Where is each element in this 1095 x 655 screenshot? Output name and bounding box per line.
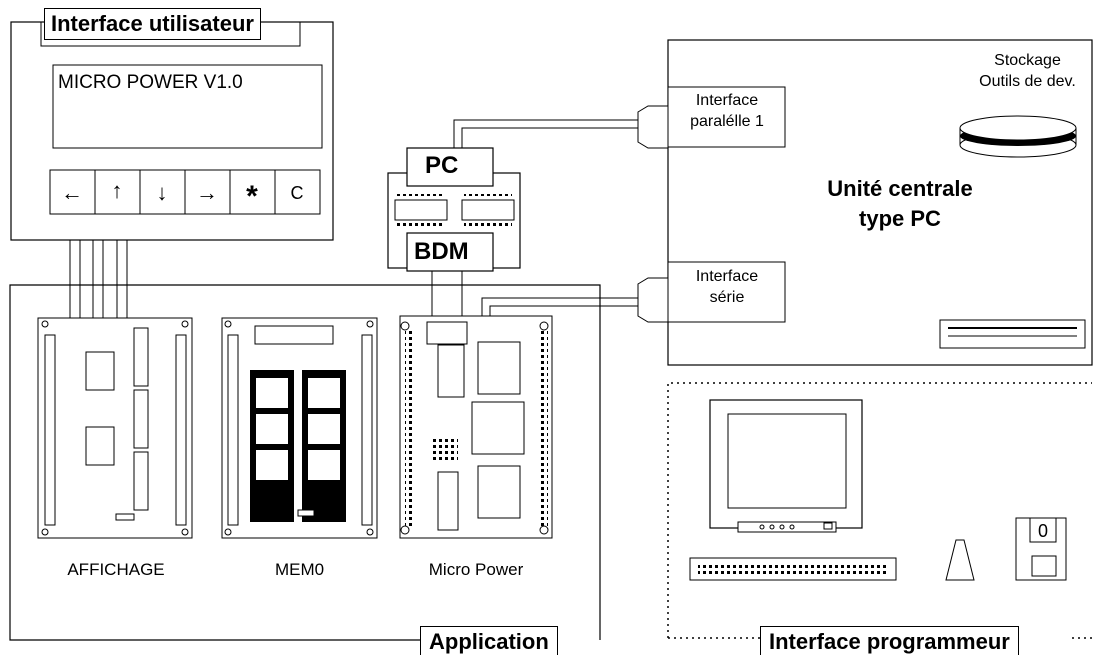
board-affichage [37,317,193,539]
serial-connector [637,277,669,323]
serial-interface-line1: Interface [695,268,759,285]
keyboard-icon [689,557,897,581]
floppy-disk-icon [1015,517,1067,581]
key-left-label: ← [61,180,83,205]
mouse-icon [945,539,975,581]
key-star-box[interactable] [229,169,276,215]
key-down-label: ↓ [157,180,168,205]
bdm-label: BDM [414,238,469,265]
parallel-interface-box [667,86,786,148]
programmer-interface [667,382,1092,639]
board-micro-power-label: Micro Power [428,560,524,579]
pc-label: PC [425,152,459,179]
monitor-icon [709,399,863,533]
board-mem0 [221,317,378,539]
key-right-label: → [196,180,218,205]
chip-right [461,194,515,226]
programmer-label: Interface programmeur [760,626,1019,655]
key-c-label: C [291,183,304,203]
serial-interface-box [667,261,786,323]
application-frame [9,284,601,641]
storage-line1: Stockage [994,52,1061,69]
storage-line2: Outils de dev. [979,73,1076,90]
lcd-screen [52,64,323,149]
board-micro-power [399,315,553,539]
floppy-glyph: 0 [1038,521,1048,541]
keypad [49,169,321,215]
pc-bdm-box [387,147,521,272]
cpu-title-line2: type PC [859,206,941,231]
central-unit [637,39,1093,366]
cpu-title-line1: Unité centrale [827,176,973,201]
disk-stack-icon [959,115,1077,158]
key-c-box[interactable] [274,169,321,215]
chip-left [394,194,448,226]
application-label: Application [420,626,558,655]
key-right-box[interactable] [184,169,231,215]
pc-port-box [406,147,494,187]
parallel-interface-line2: paralélle 1 [690,113,764,130]
key-up-label: ↑ [112,178,123,203]
user-interface-title: Interface utilisateur [44,8,261,40]
parallel-interface-line1: Interface [695,92,759,109]
parallel-connector [637,105,669,149]
keypad-labels: ← ↑ ↓ → * C [61,178,304,213]
lcd-text: MICRO POWER V1.0 [58,72,243,93]
board-mem0-label: MEM0 [274,560,325,579]
drive-slot-icon [939,319,1086,349]
board-affichage-label: AFFICHAGE [67,560,165,579]
ribbon-cables [69,240,128,320]
key-star-label: * [246,180,258,213]
bdm-port-box [406,232,494,272]
floppy-glyph-group: 0 [1038,521,1048,541]
serial-interface-line2: série [709,289,745,306]
